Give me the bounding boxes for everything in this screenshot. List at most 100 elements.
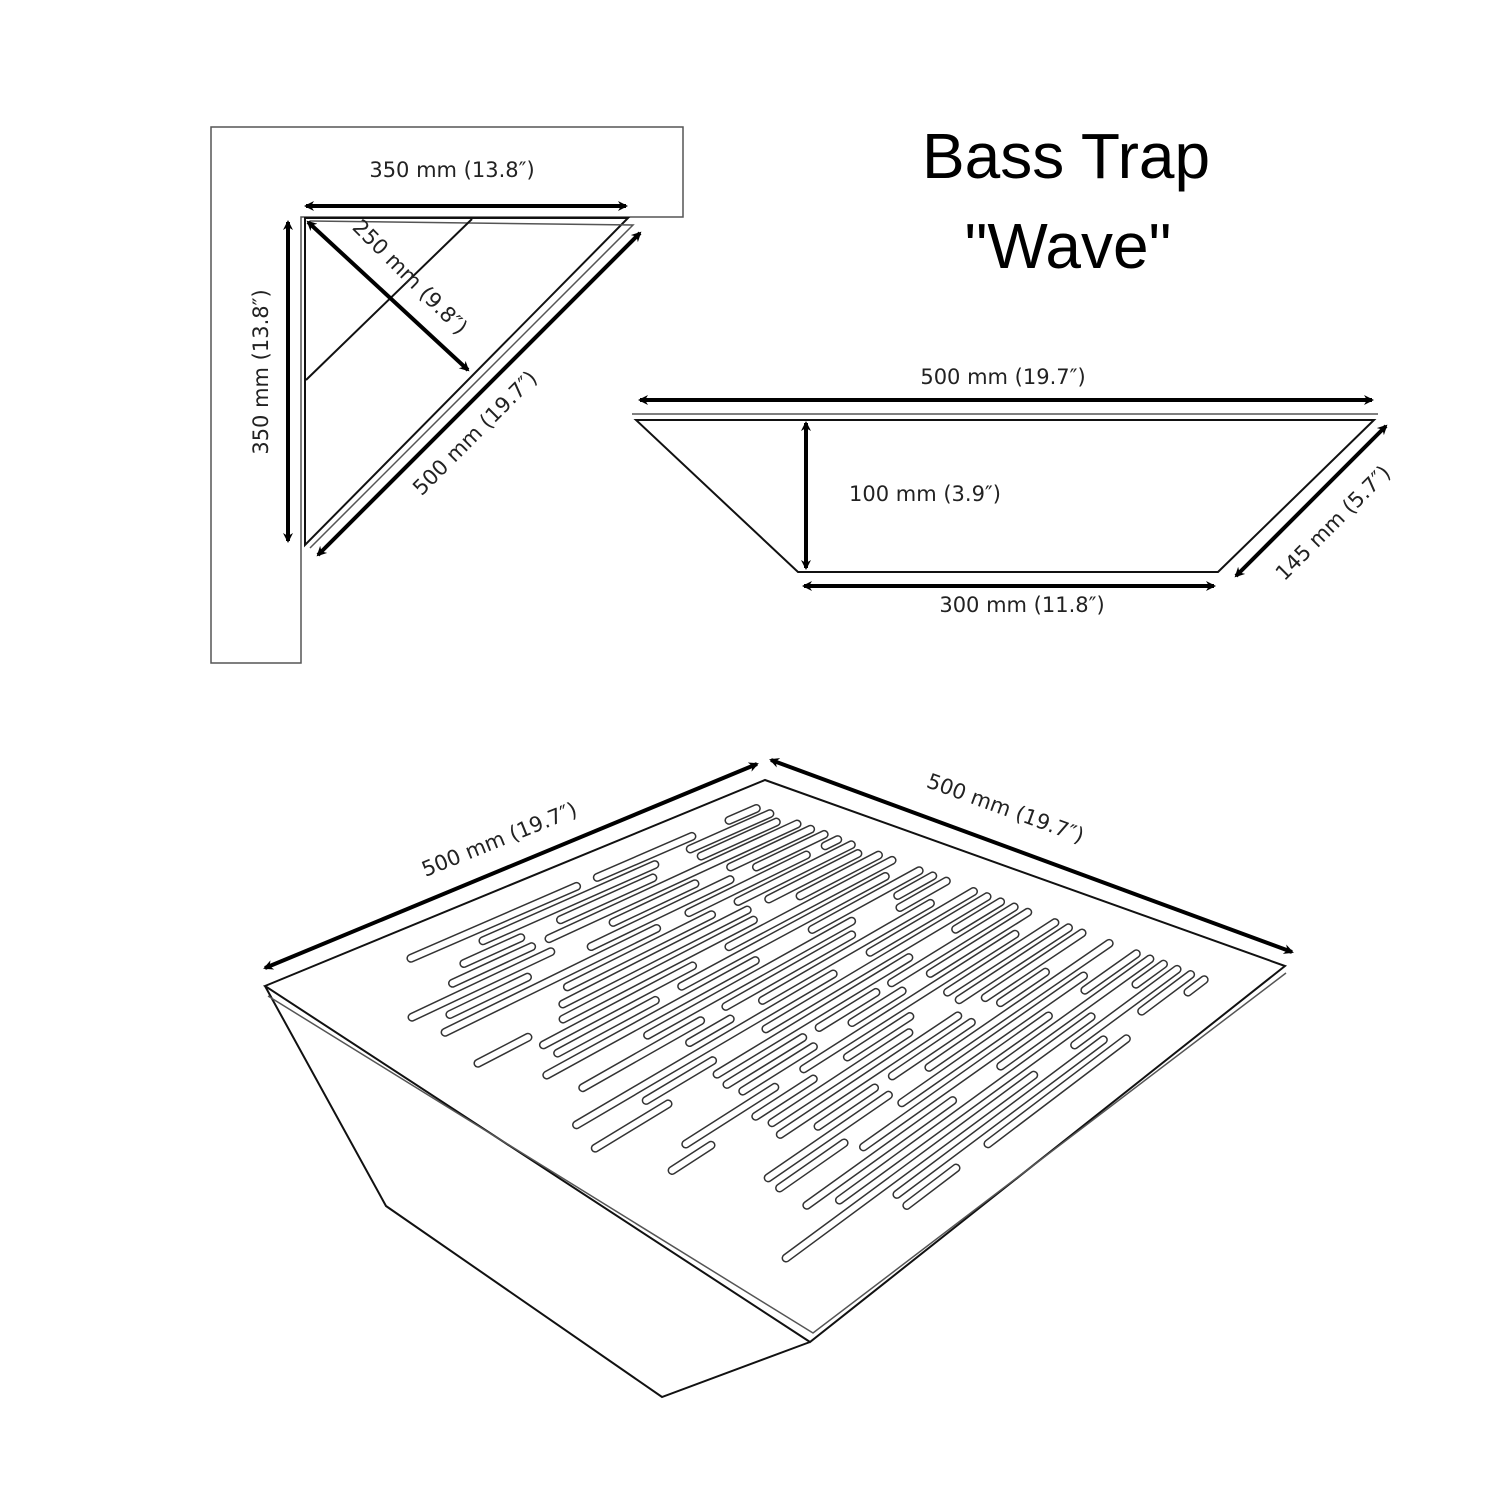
slot xyxy=(407,883,580,962)
slot xyxy=(644,918,855,1039)
dim-side-bottom: 300 mm (11.8″) xyxy=(939,593,1104,617)
dim-iso-right: 500 mm (19.7″) xyxy=(924,769,1088,848)
slot xyxy=(698,819,780,860)
slot xyxy=(678,873,889,990)
slot xyxy=(687,810,773,852)
slot xyxy=(984,1035,1130,1147)
slot-pattern xyxy=(406,803,1209,1263)
slot xyxy=(925,940,1113,1071)
panel-top xyxy=(262,778,1288,1344)
slot xyxy=(844,1013,913,1060)
slot xyxy=(682,1084,778,1148)
iso-view: 500 mm (19.7″) 500 mm (19.7″) xyxy=(262,758,1294,1399)
slot xyxy=(714,954,912,1078)
slot xyxy=(803,1097,956,1209)
slot xyxy=(725,857,896,950)
slot xyxy=(592,1100,672,1152)
slot xyxy=(727,826,814,870)
slot xyxy=(446,974,531,1018)
slot xyxy=(560,917,757,1023)
slot xyxy=(836,1013,1095,1204)
slot xyxy=(722,931,855,1010)
slot xyxy=(449,943,535,987)
dim-side-height: 350 mm (13.8″) xyxy=(249,289,273,454)
slot xyxy=(867,888,977,956)
slot xyxy=(460,934,524,967)
dim-arrow-slant xyxy=(1234,424,1388,578)
slot xyxy=(894,872,936,899)
slot xyxy=(669,1142,715,1174)
slot xyxy=(776,1139,848,1191)
slot xyxy=(952,898,1004,933)
slot xyxy=(759,900,934,1004)
slot xyxy=(783,1072,1037,1262)
slot xyxy=(409,948,554,1021)
slot xyxy=(765,850,861,903)
dim-top-width: 350 mm (13.8″) xyxy=(369,158,534,182)
slot xyxy=(848,988,906,1026)
slot xyxy=(800,931,1019,1072)
slot xyxy=(822,836,841,849)
slot xyxy=(814,1084,878,1130)
slot xyxy=(816,989,879,1031)
slot xyxy=(752,1076,817,1120)
slot xyxy=(643,1057,716,1104)
slot xyxy=(725,805,760,824)
slot xyxy=(723,1034,806,1088)
slot xyxy=(579,1017,704,1091)
slot xyxy=(474,1034,531,1067)
slot xyxy=(543,957,759,1079)
title-line-1: Bass Trap xyxy=(922,120,1210,192)
slot xyxy=(685,851,810,916)
slot xyxy=(1132,961,1167,988)
slot xyxy=(997,955,1153,1070)
slot xyxy=(956,924,1072,1003)
slot xyxy=(479,861,658,944)
slot xyxy=(889,1019,975,1079)
slot xyxy=(896,878,950,911)
slot xyxy=(888,904,1018,986)
slot xyxy=(1081,950,1140,994)
dim-arrow-iso-left xyxy=(263,762,759,970)
side-view: 500 mm (19.7″) 100 mm (3.9″) 300 mm (11.… xyxy=(632,365,1395,617)
side-profile xyxy=(633,419,1377,573)
slot xyxy=(610,880,698,926)
slot xyxy=(982,930,1086,1001)
slot xyxy=(903,1165,960,1209)
dim-side-height: 100 mm (3.9″) xyxy=(849,482,1001,506)
slot xyxy=(554,997,659,1057)
slot xyxy=(557,874,656,923)
slot xyxy=(997,969,1049,1006)
slot xyxy=(442,925,660,1036)
slot xyxy=(588,876,734,950)
wall-outline xyxy=(210,126,684,664)
slot xyxy=(944,919,1058,996)
slot xyxy=(540,962,696,1048)
slot xyxy=(739,1043,817,1095)
slot xyxy=(762,893,991,1032)
slot xyxy=(753,831,828,870)
slot xyxy=(927,909,1031,977)
slot xyxy=(1184,976,1208,996)
trap-triangle xyxy=(304,217,631,548)
slot xyxy=(735,841,855,905)
slot xyxy=(573,970,837,1128)
title-line-2: "Wave" xyxy=(965,210,1172,282)
dim-arrow-iso-right xyxy=(769,758,1294,954)
slot xyxy=(686,1016,734,1046)
slot xyxy=(777,1012,961,1138)
dim-front-width: 500 mm (19.7″) xyxy=(408,366,542,500)
slot xyxy=(1071,966,1181,1048)
side-face xyxy=(264,985,811,1399)
slot xyxy=(809,867,923,933)
dim-side-top-width: 500 mm (19.7″) xyxy=(920,365,1085,389)
slot xyxy=(893,1036,1107,1198)
slot xyxy=(860,1012,1052,1150)
slot xyxy=(898,972,1087,1106)
slot xyxy=(769,1029,912,1126)
slot xyxy=(765,1092,892,1181)
dim-arrow-front xyxy=(316,231,642,557)
slot xyxy=(797,852,882,899)
slot xyxy=(594,833,695,881)
